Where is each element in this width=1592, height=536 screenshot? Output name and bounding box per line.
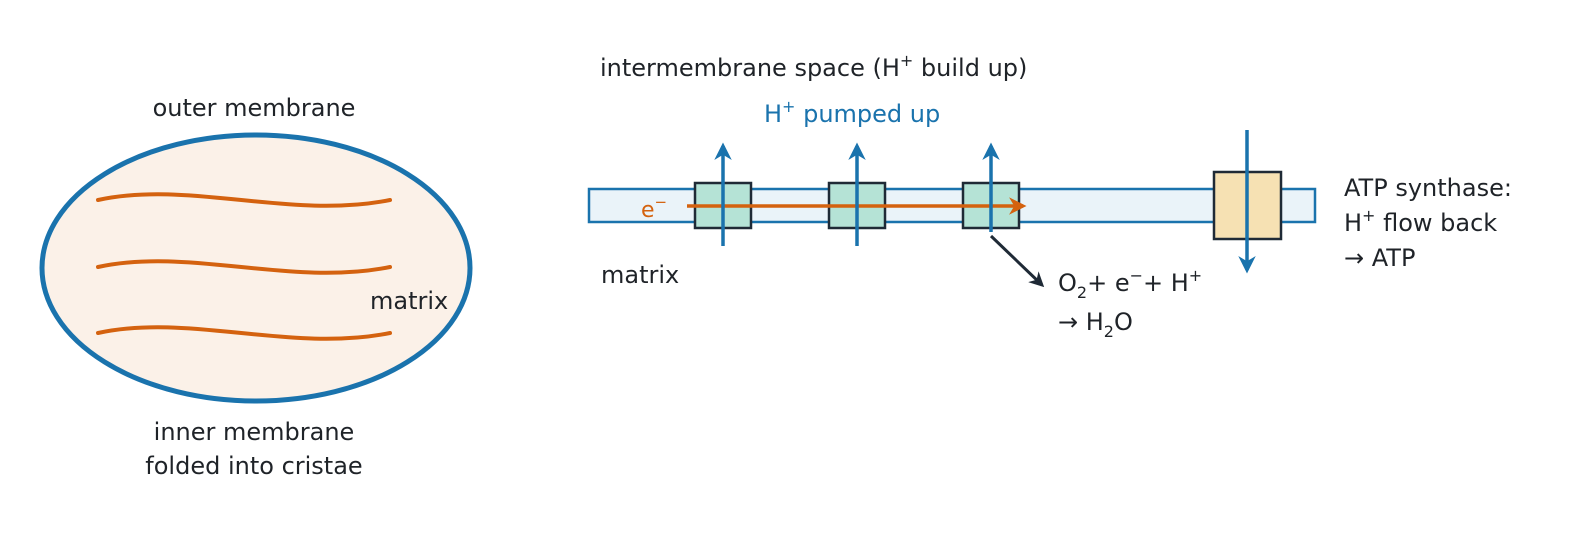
atp-synthase-label-line1: ATP synthase: [1344,174,1512,202]
reaction-equation-line1: O2+ e−+ H+ [1058,266,1202,302]
intermembrane-space-label: intermembrane space (H+ build up) [600,51,1027,82]
reaction-arrow [989,234,1045,288]
crista-bottom [96,325,392,341]
outer-membrane-label: outer membrane [153,94,356,122]
reaction-equation-line2: → H2O [1058,308,1133,341]
electron-label: e− [641,193,667,223]
inner-membrane-label-line2: folded into cristae [145,452,362,480]
crista-top [96,192,392,208]
matrix-label-right: matrix [601,261,679,289]
matrix-label-left: matrix [370,287,448,315]
pumped-up-label: H+ pumped up [764,97,940,128]
mitochondrion: outer membrane matrix inner membrane fol… [39,94,473,480]
crista-middle [96,259,392,275]
inner-membrane-label-line1: inner membrane [154,418,355,446]
electron-transport-chain: intermembrane space (H+ build up) H+ pum… [587,51,1512,341]
atp-synthase-label-line2: H+ flow back [1344,206,1497,237]
atp-synthase-label-line3: → ATP [1344,244,1415,272]
